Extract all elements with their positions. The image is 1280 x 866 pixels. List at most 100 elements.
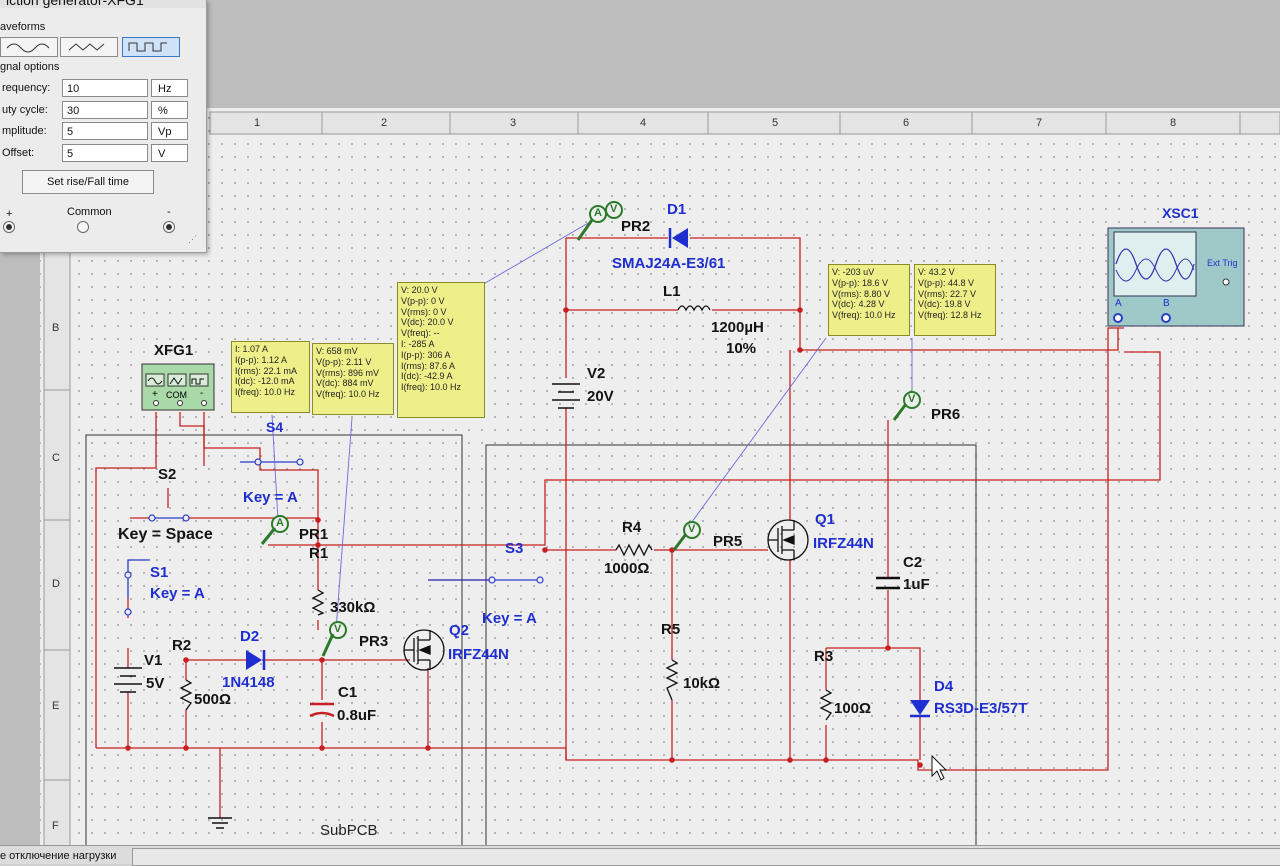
fg-common-terminal-radio[interactable] xyxy=(77,221,89,233)
fg-offset-input[interactable]: 5 xyxy=(62,144,148,162)
d4-diode[interactable] xyxy=(910,700,930,718)
pr6-readout-line: V(freq): 12.8 Hz xyxy=(918,310,982,321)
xfg1-generator[interactable] xyxy=(141,363,215,411)
pr2-readout-line: V(dc): 20.0 V xyxy=(401,317,454,328)
ruler-col-3: 3 xyxy=(510,117,517,129)
ruler-row-d: D xyxy=(52,578,60,590)
pr6-voltmeter-icon[interactable] xyxy=(892,391,921,421)
r5-resistor[interactable] xyxy=(665,659,679,701)
c1-capacitor[interactable] xyxy=(309,702,335,718)
fg-minus-terminal-radio[interactable] xyxy=(163,221,175,233)
pr5-label: PR5 xyxy=(713,533,743,550)
d4-label: D4 xyxy=(934,678,954,695)
xfg1-minus-label: - xyxy=(200,388,204,399)
key-a-label-1: Key = A xyxy=(243,489,298,506)
pr1-readout-line: I(rms): 22.1 mA xyxy=(235,365,298,376)
xsc1-oscilloscope[interactable] xyxy=(1107,227,1245,327)
q1-mosfet[interactable] xyxy=(767,519,809,561)
fg-frequency-unit[interactable]: Hz xyxy=(151,79,188,97)
square-wave-button[interactable] xyxy=(122,37,180,57)
fg-plus-terminal-radio[interactable] xyxy=(3,221,15,233)
pr3-readout-line: V(rms): 896 mV xyxy=(316,367,380,378)
r4-label: R4 xyxy=(622,519,642,536)
pr5-voltmeter-icon[interactable] xyxy=(672,521,701,551)
key-space-label: Key = Space xyxy=(118,526,213,543)
l1-tolerance: 10% xyxy=(726,340,757,357)
pr1-ammeter-icon[interactable] xyxy=(260,515,289,545)
fg-amplitude-unit[interactable]: Vp xyxy=(151,122,188,140)
blue-wires[interactable] xyxy=(127,461,540,598)
pr6-readout[interactable]: V: 43.2 V V(p-p): 44.8 V V(rms): 22.7 V … xyxy=(914,264,996,336)
d2-model: 1N4148 xyxy=(222,674,275,691)
xsc1-a-label: A xyxy=(1115,298,1122,309)
fg-frequency-input[interactable]: 10 xyxy=(62,79,148,97)
pr6-meter-symbol: V xyxy=(908,393,916,405)
set-rise-fall-button[interactable]: Set rise/Fall time xyxy=(22,170,154,194)
v1-battery[interactable] xyxy=(114,667,142,693)
fg-offset-unit[interactable]: V xyxy=(151,144,188,162)
d2-diode[interactable] xyxy=(246,650,266,670)
r5-label: R5 xyxy=(661,621,681,638)
q1-model: IRFZ44N xyxy=(813,535,874,552)
pr5-readout-line: V: -203 uV xyxy=(832,267,875,277)
ruler-col-5: 5 xyxy=(772,117,779,129)
xsc1-label: XSC1 xyxy=(1162,205,1199,221)
ruler-col-2: 2 xyxy=(381,117,388,129)
pr5-readout-line: V(p-p): 18.6 V xyxy=(832,277,889,288)
xfg1-com-label: COM xyxy=(166,390,187,400)
r2-resistor[interactable] xyxy=(179,679,193,711)
v2-battery[interactable] xyxy=(552,383,580,409)
pr2-readout-line: V(p-p): 0 V xyxy=(401,295,445,306)
fg-amplitude-label: mplitude: xyxy=(2,125,47,137)
function-generator-panel[interactable]: iction generator-XFG1 aveforms gnal opti… xyxy=(0,0,207,253)
r1-resistor[interactable] xyxy=(311,589,325,616)
c2-capacitor[interactable] xyxy=(876,576,900,590)
fg-duty-input[interactable]: 30 xyxy=(62,101,148,119)
d1-model: SMAJ24A-E3/61 xyxy=(612,255,726,272)
pr3-readout-line: V(dc): 884 mV xyxy=(316,378,374,389)
pr5-readout-line: V(rms): 8.80 V xyxy=(832,288,891,299)
fg-amplitude-input[interactable]: 5 xyxy=(62,122,148,140)
v1-label: V1 xyxy=(144,652,163,669)
pr2-readout-line: V(rms): 0 V xyxy=(401,306,447,317)
resize-grip-icon[interactable]: ⋰ xyxy=(188,234,197,244)
fg-offset-label: Offset: xyxy=(2,147,35,159)
pr5-readout-line: V(dc): 4.28 V xyxy=(832,299,885,310)
r2-value: 500Ω xyxy=(194,691,232,708)
q2-model: IRFZ44N xyxy=(448,646,509,663)
triangle-wave-icon xyxy=(68,43,105,51)
d1-diode[interactable] xyxy=(668,228,688,248)
pr2-label: PR2 xyxy=(621,218,651,235)
xfg1-label: XFG1 xyxy=(154,342,194,359)
pr1-label: PR1 xyxy=(299,526,329,543)
pr2-readout[interactable]: V: 20.0 V V(p-p): 0 V V(rms): 0 V V(dc):… xyxy=(397,282,485,418)
fg-duty-label: uty cycle: xyxy=(2,104,48,116)
pr5-readout[interactable]: V: -203 uV V(p-p): 18.6 V V(rms): 8.80 V… xyxy=(828,264,910,336)
pr1-readout-line: I: 1.07 A xyxy=(235,344,269,354)
fg-signal-options-label: gnal options xyxy=(0,61,60,73)
xfg1-plus-label: + xyxy=(152,389,158,400)
red-wires[interactable] xyxy=(95,237,1161,818)
pr2-meter-symbol-a: A xyxy=(594,207,602,219)
pr2-probe-icon[interactable] xyxy=(576,201,623,241)
s3-label: S3 xyxy=(505,540,524,557)
pr6-readout-line: V(p-p): 44.8 V xyxy=(918,277,975,288)
r3-resistor[interactable] xyxy=(819,689,833,721)
q2-mosfet[interactable] xyxy=(403,629,445,671)
sine-wave-button[interactable] xyxy=(0,37,58,57)
r4-resistor[interactable] xyxy=(615,543,653,557)
left-ruler xyxy=(43,249,71,849)
xsc1-ext-trig-label: Ext Trig xyxy=(1207,258,1238,268)
pr1-readout[interactable]: I: 1.07 A I(p-p): 1.12 A I(rms): 22.1 mA… xyxy=(231,341,310,413)
fg-duty-unit[interactable]: % xyxy=(151,101,188,119)
fg-plus-label: + xyxy=(6,208,13,220)
pr3-voltmeter-icon[interactable] xyxy=(321,621,347,657)
pr2-readout-line: V: 20.0 V xyxy=(401,285,438,295)
l1-inductor[interactable] xyxy=(677,305,711,312)
pr6-label: PR6 xyxy=(931,406,961,423)
pr3-readout[interactable]: V: 658 mV V(p-p): 2.11 V V(rms): 896 mV … xyxy=(312,343,394,415)
pr6-readout-line: V(dc): 19.8 V xyxy=(918,299,971,310)
triangle-wave-button[interactable] xyxy=(60,37,118,57)
fg-title-bar[interactable]: iction generator-XFG1 xyxy=(0,0,206,8)
